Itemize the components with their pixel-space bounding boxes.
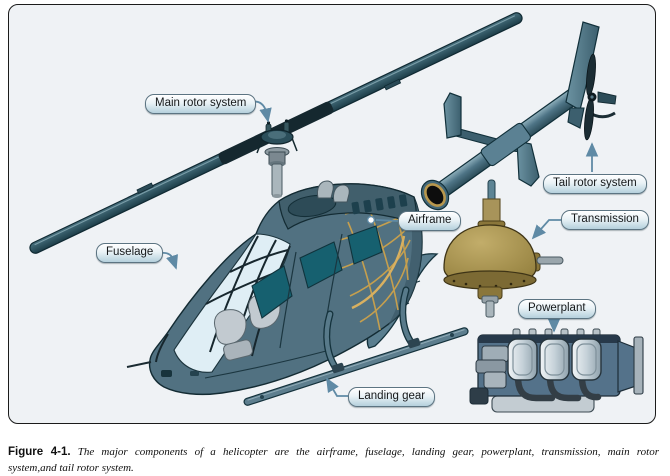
- label-main-rotor-system: Main rotor system: [145, 94, 257, 114]
- caption-text-1: The major components of a helicopter are…: [77, 446, 659, 458]
- stabilizer-graphic: [443, 92, 540, 187]
- main-rotor-graphic: [29, 12, 523, 254]
- landing-gear-graphic: [243, 286, 469, 406]
- label-airframe: Airframe: [398, 211, 462, 231]
- tail-rotor-graphic: [584, 53, 617, 141]
- label-powerplant: Powerplant: [518, 299, 596, 319]
- transmission-graphic: [443, 179, 564, 318]
- tail-boom-graphic: [420, 21, 617, 211]
- figure-caption: Figure 4-1. The major components of a he…: [8, 444, 659, 476]
- figure-number: Figure 4-1.: [8, 446, 71, 458]
- label-fuselage: Fuselage: [96, 243, 164, 263]
- leader-lines: [161, 100, 599, 397]
- caption-line-1: Figure 4-1. The major components of a he…: [8, 444, 659, 460]
- caption-line-2: system,and tail rotor system.: [8, 462, 134, 474]
- label-tail-rotor-system: Tail rotor system: [543, 174, 647, 194]
- label-transmission: Transmission: [561, 210, 649, 230]
- powerplant-graphic: [469, 328, 644, 413]
- label-landing-gear: Landing gear: [348, 387, 436, 407]
